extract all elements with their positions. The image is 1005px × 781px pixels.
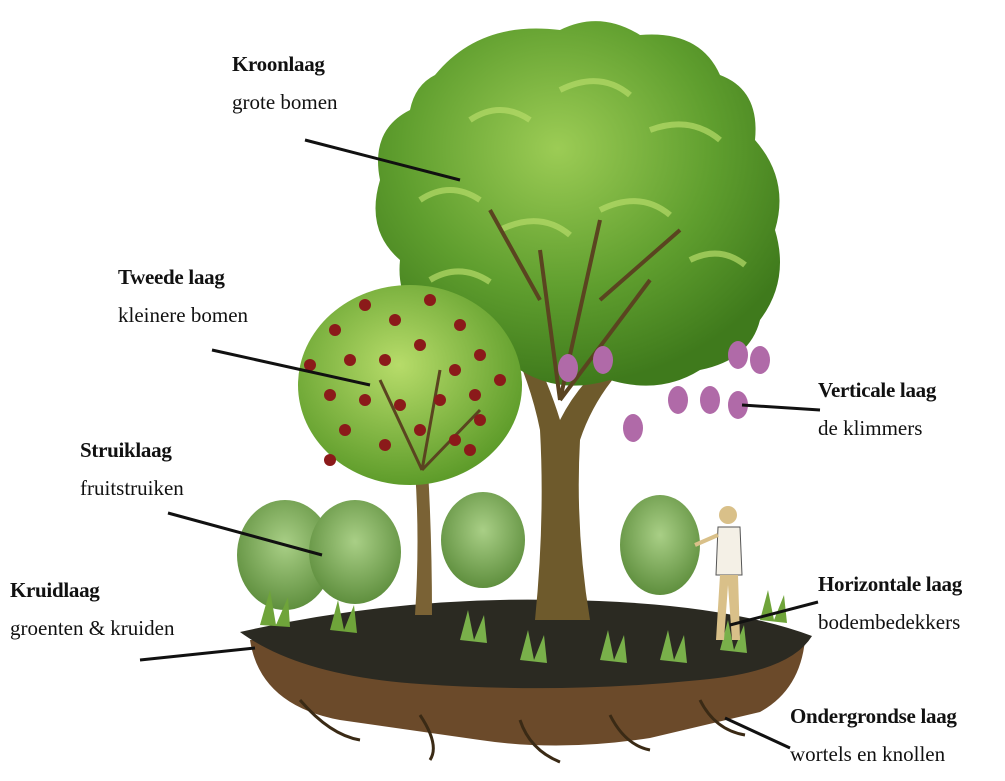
fruit <box>449 434 461 446</box>
grape-cluster <box>750 346 770 374</box>
fruit <box>464 444 476 456</box>
fruit <box>449 364 461 376</box>
layer-subtitle: wortels en knollen <box>790 742 957 766</box>
layer-title: Verticale laag <box>818 378 936 402</box>
layer-subtitle: de klimmers <box>818 416 936 440</box>
label-kroonlaag: Kroonlaag grote bomen <box>232 52 338 114</box>
label-tweede: Tweede laag kleinere bomen <box>118 265 248 327</box>
fruit <box>359 299 371 311</box>
grape-cluster <box>593 346 613 374</box>
fruit <box>304 359 316 371</box>
layer-subtitle: grote bomen <box>232 90 338 114</box>
leader-line-kruid <box>140 648 255 660</box>
layer-subtitle: bodembedekkers <box>818 610 962 634</box>
label-struik: Struiklaag fruitstruiken <box>80 438 184 500</box>
layer-subtitle: kleinere bomen <box>118 303 248 327</box>
grape-cluster <box>558 354 578 382</box>
grape-cluster <box>623 414 643 442</box>
fruit <box>434 394 446 406</box>
grape-cluster <box>728 341 748 369</box>
layer-title: Horizontale laag <box>818 572 962 596</box>
ground <box>240 600 812 762</box>
layer-title: Ondergrondse laag <box>790 704 957 728</box>
fruit <box>469 389 481 401</box>
fruit <box>474 349 486 361</box>
fruit <box>324 454 336 466</box>
layer-title: Tweede laag <box>118 265 248 289</box>
fruit <box>329 324 341 336</box>
fruit <box>379 439 391 451</box>
layer-title: Kruidlaag <box>10 578 174 602</box>
label-horizontaal: Horizontale laag bodembedekkers <box>818 572 962 634</box>
fruit <box>424 294 436 306</box>
fruit <box>344 354 356 366</box>
fruit <box>494 374 506 386</box>
layer-title: Kroonlaag <box>232 52 338 76</box>
label-ondergronds: Ondergrondse laag wortels en knollen <box>790 704 957 766</box>
fruit <box>339 424 351 436</box>
label-kruid: Kruidlaag groenten & kruiden <box>10 578 174 640</box>
fruit <box>359 394 371 406</box>
fruit <box>414 339 426 351</box>
layer-subtitle: fruitstruiken <box>80 476 184 500</box>
layer-title: Struiklaag <box>80 438 184 462</box>
layer-subtitle: groenten & kruiden <box>10 616 174 640</box>
fruit <box>394 399 406 411</box>
fruit <box>474 414 486 426</box>
fruit <box>414 424 426 436</box>
fruit <box>379 354 391 366</box>
grape-cluster <box>700 386 720 414</box>
leader-line-verticaal <box>742 405 820 410</box>
label-verticaal: Verticale laag de klimmers <box>818 378 936 440</box>
fruit <box>454 319 466 331</box>
fruit <box>324 389 336 401</box>
grape-cluster <box>668 386 688 414</box>
fruit <box>389 314 401 326</box>
